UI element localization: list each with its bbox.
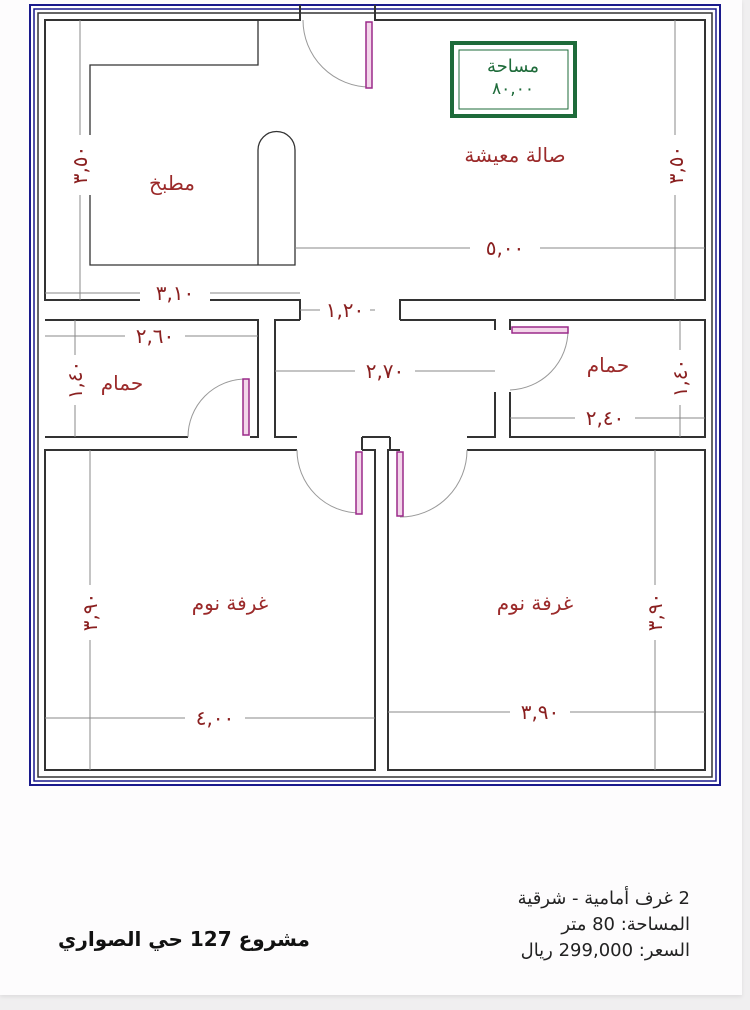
- room-label-bedroom-left: غرفة نوم: [192, 591, 268, 615]
- bedroom-right-door[interactable]: [396, 449, 468, 518]
- dim-living-height: ٣,٥٠: [664, 146, 688, 185]
- wall-bath-right: [509, 319, 706, 438]
- wall-bedroom-right: [387, 449, 706, 771]
- dim-corridor-width: ٢,٧٠: [366, 359, 405, 383]
- area-box-label: مساحة: [487, 56, 539, 77]
- wall-bedroom-left: [44, 449, 376, 771]
- dim-bedroom-left-width: ٤,٠٠: [196, 706, 235, 730]
- room-label-kitchen: مطبخ: [149, 171, 195, 195]
- listing-price: السعر: 299,000 ريال: [520, 940, 690, 961]
- listing-area: المساحة: 80 متر: [561, 914, 690, 935]
- room-label-bath-right: حمام: [587, 353, 629, 377]
- dim-bath-right-width: ٢,٤٠: [586, 406, 625, 430]
- dim-bath-right-height: ١,٤٠: [668, 359, 692, 398]
- area-box-value: ٨٠,٠٠: [492, 79, 534, 99]
- room-label-bedroom-right: غرفة نوم: [497, 591, 573, 615]
- dim-bath-left-width: ٢,٦٠: [136, 324, 175, 348]
- dim-opening-width: ١,٢٠: [326, 298, 365, 322]
- floor-plan: مساحة ٨٠,٠٠ مطبخ صالة معيشة حمام حمام غر…: [29, 4, 721, 786]
- bath-right-door[interactable]: [509, 326, 569, 391]
- listing-rooms: 2 غرف أمامية - شرقية: [517, 888, 690, 909]
- wall-bath-left: [45, 319, 259, 438]
- listing-title: مشروع 127 حي الصواري: [58, 927, 310, 951]
- dim-living-width: ٥,٠٠: [486, 236, 525, 260]
- entrance-door[interactable]: [302, 19, 373, 89]
- wall-top-zone: [44, 5, 706, 320]
- bath-left-door[interactable]: [187, 378, 250, 438]
- dim-bedroom-right-height: ٣,٩٠: [643, 593, 667, 632]
- listing-details: 2 غرف أمامية - شرقية المساحة: 80 متر الس…: [518, 886, 690, 964]
- room-label-living: صالة معيشة: [464, 143, 565, 167]
- dim-bedroom-left-height: ٣,٩٠: [78, 593, 102, 632]
- wall-corridor: [274, 319, 496, 450]
- dim-bath-left-height: ١,٤٠: [63, 361, 87, 400]
- dim-kitchen-height: ٣,٥٠: [68, 146, 92, 185]
- dim-bedroom-right-width: ٣,٩٠: [521, 700, 560, 724]
- room-label-bath-left: حمام: [101, 371, 143, 395]
- kitchen-counter: [89, 20, 296, 266]
- dim-kitchen-width: ٣,١٠: [156, 281, 195, 305]
- area-box: مساحة ٨٠,٠٠: [450, 41, 577, 118]
- bedroom-left-door[interactable]: [296, 449, 363, 515]
